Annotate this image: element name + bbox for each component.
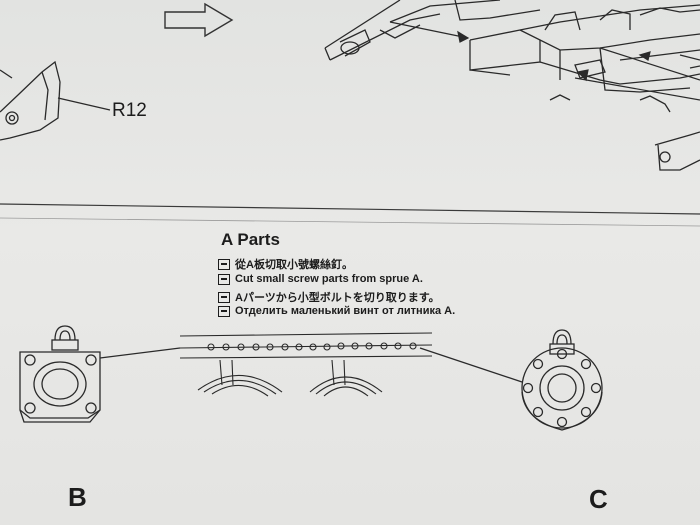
instruction-line-zh: 從A板切取小號螺絲釘。: [218, 256, 353, 272]
section-divider-lower: [0, 217, 700, 227]
direction-arrow-icon: [164, 2, 234, 38]
language-flag-icon: [218, 273, 230, 285]
part-r12-drawing: [0, 60, 111, 141]
section-title: A Parts: [221, 230, 280, 249]
instruction-text: Cut small screw parts from sprue A.: [235, 273, 423, 285]
language-flag-icon: [218, 305, 230, 317]
language-flag-icon: [218, 258, 230, 270]
instruction-text: Aパーツから小型ボルトを切り取ります。: [235, 292, 440, 304]
part-c-drawing: [419, 329, 603, 431]
sprue-a-drawing: [179, 332, 433, 397]
instruction-line-ja: Aパーツから小型ボルトを切り取ります。: [218, 289, 440, 305]
instruction-line-ru: Отделить маленький винт от литника А.: [218, 305, 455, 317]
part-b-label: B: [68, 482, 87, 512]
instruction-text: 從A板切取小號螺絲釘。: [235, 259, 353, 271]
part-c-label: C: [589, 484, 608, 514]
part-b-drawing: [19, 325, 181, 423]
chassis-frame-drawing: [324, 0, 700, 171]
part-r12-label: R12: [112, 100, 147, 121]
instruction-line-en: Cut small screw parts from sprue A.: [218, 273, 423, 285]
assembly-arrows: [389, 21, 700, 101]
language-flag-icon: [218, 291, 230, 303]
instruction-text: Отделить маленький винт от литника А.: [235, 305, 456, 317]
section-divider: [0, 203, 700, 215]
